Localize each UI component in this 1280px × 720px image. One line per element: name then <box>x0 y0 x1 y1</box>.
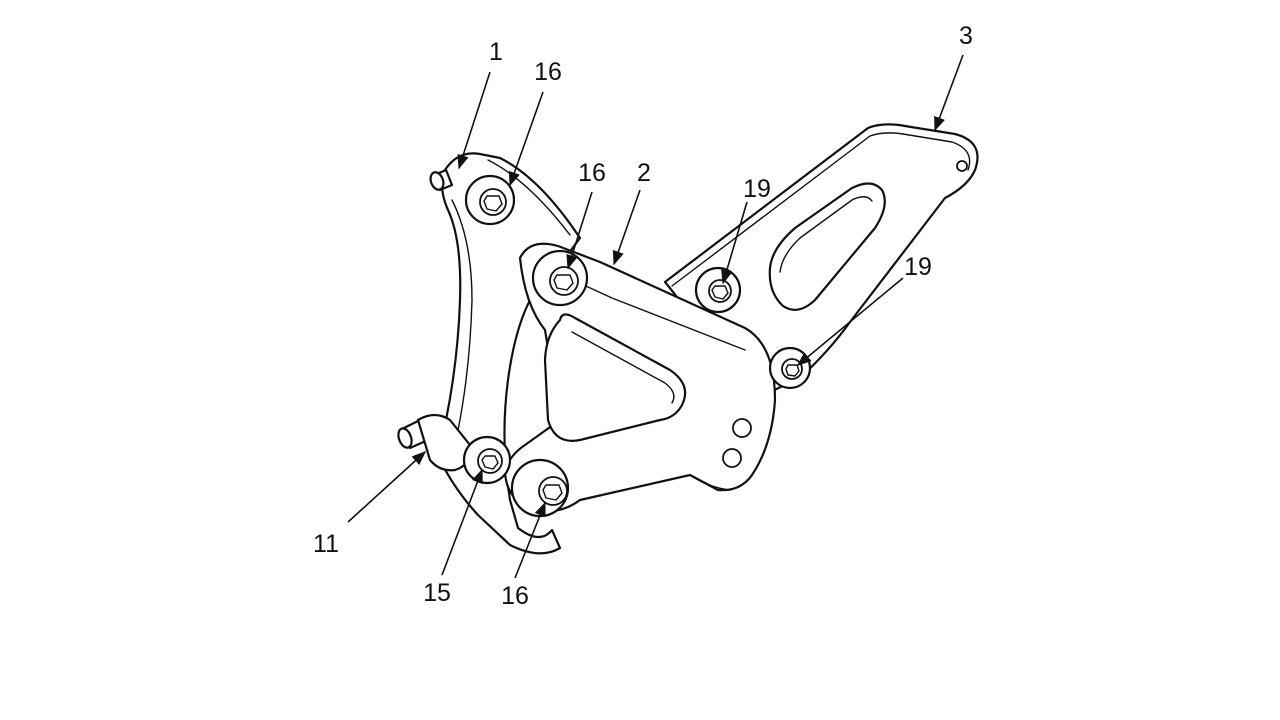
callout-16-bottom: 16 <box>501 582 529 610</box>
bolt-16-upper-left <box>464 174 516 226</box>
callout-3: 3 <box>959 22 973 50</box>
callout-labels: 1 16 16 2 3 19 19 11 15 16 <box>313 22 973 610</box>
callout-19-upper: 19 <box>743 175 771 203</box>
bolt-16-upper-middle <box>531 249 589 307</box>
callout-16-top-middle: 16 <box>578 159 606 187</box>
bolt-16-lower-middle <box>510 458 570 518</box>
upper-pin <box>429 168 454 192</box>
callout-1: 1 <box>489 38 503 66</box>
bolt-15-lower-left <box>462 435 512 485</box>
rear-bracket-part-3 <box>663 123 979 394</box>
callout-19-lower: 19 <box>904 253 932 281</box>
callout-2: 2 <box>637 159 651 187</box>
callout-16-top-left: 16 <box>534 58 562 86</box>
lower-pin-part-11 <box>397 413 472 472</box>
callout-11: 11 <box>313 530 339 558</box>
leader-lines <box>347 54 964 579</box>
link-plate-part-2 <box>503 242 777 513</box>
bolt-19-upper <box>694 266 742 314</box>
callout-15: 15 <box>423 579 451 607</box>
bolt-19-lower <box>768 346 812 390</box>
